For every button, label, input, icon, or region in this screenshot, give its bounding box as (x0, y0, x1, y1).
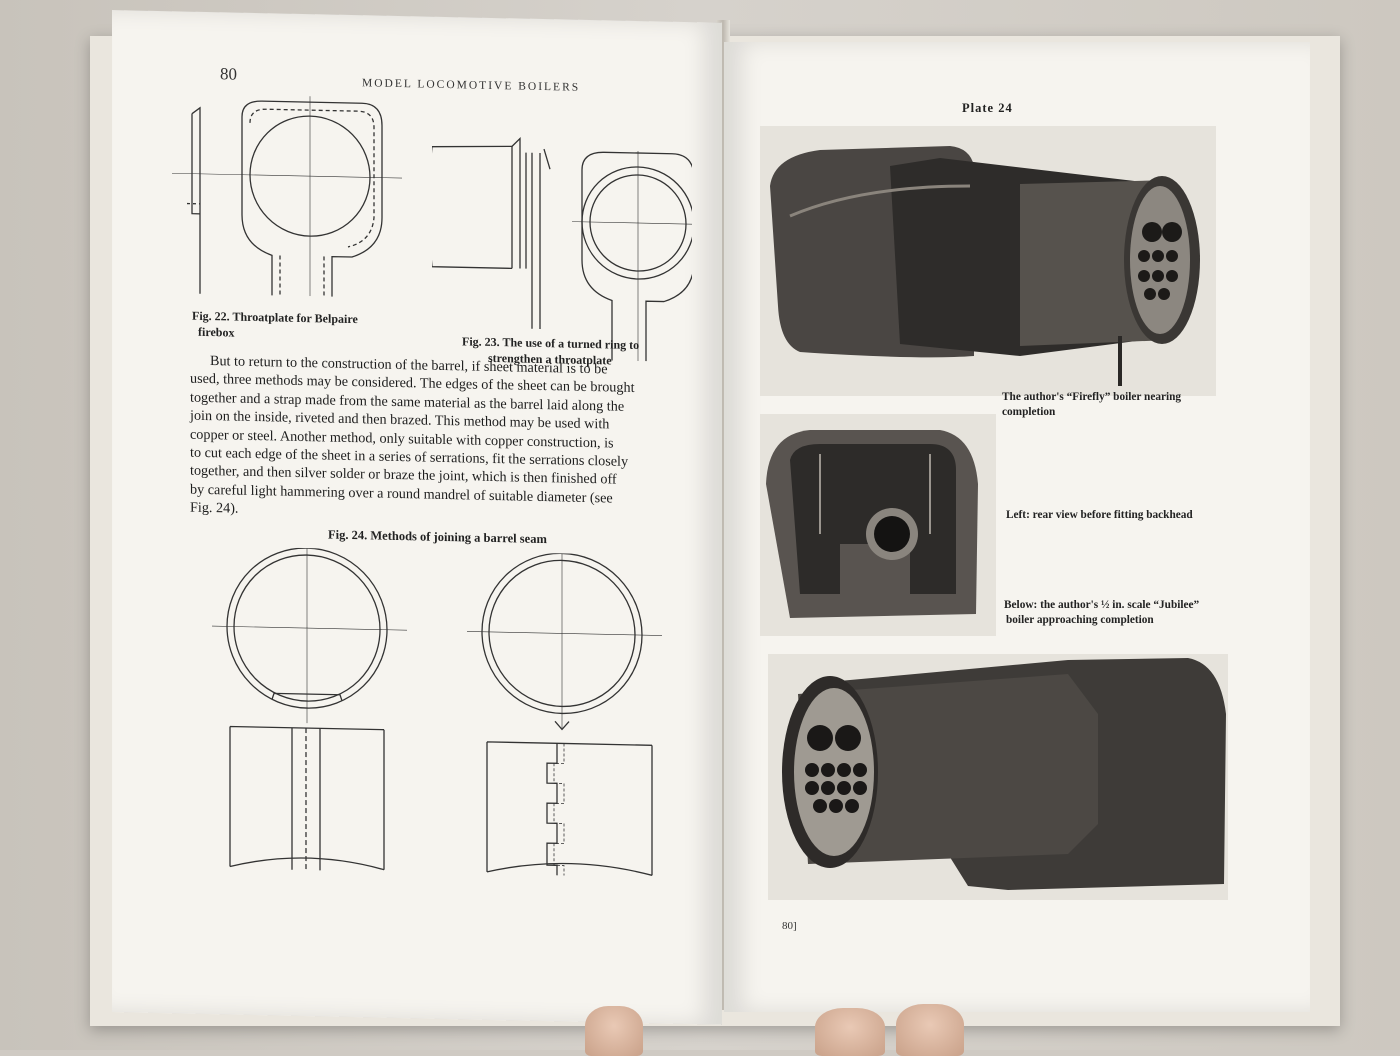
finger (815, 1008, 885, 1056)
finger (585, 1006, 643, 1056)
right-page: Plate 24 The author's “Firefly” boiler n… (724, 42, 1310, 1012)
caption-rear-view: Left: rear view before fitting backhead (1006, 509, 1193, 521)
fig24-barrel-seam-drawing (212, 547, 662, 876)
finger (896, 1004, 964, 1056)
plate-title: Plate 24 (962, 101, 1013, 115)
rear-view-photo (760, 414, 996, 636)
running-head: MODEL LOCOMOTIVE BOILERS (362, 77, 581, 94)
fig23-turned-ring-drawing (432, 136, 692, 362)
fig22-caption: Fig. 22. Throatplate for Belpaire firebo… (192, 308, 358, 340)
caption-firefly: The author's “Firefly” boiler nearing co… (1002, 391, 1182, 418)
jubilee-boiler-photo (768, 654, 1228, 900)
left-page-number: 80 (220, 64, 237, 84)
caption-jubilee: Below: the author's ½ in. scale “Jubilee… (1004, 599, 1200, 626)
fig22-throatplate-drawing (172, 96, 402, 299)
left-page: 80 MODEL LOCOMOTIVE BOILERS Fig. 22. Thr… (112, 10, 722, 1025)
firefly-boiler-photo (760, 126, 1216, 396)
right-page-number: 80] (782, 920, 797, 932)
body-paragraph: But to return to the construction of the… (190, 352, 690, 528)
fig24-caption: Fig. 24. Methods of joining a barrel sea… (328, 527, 547, 547)
